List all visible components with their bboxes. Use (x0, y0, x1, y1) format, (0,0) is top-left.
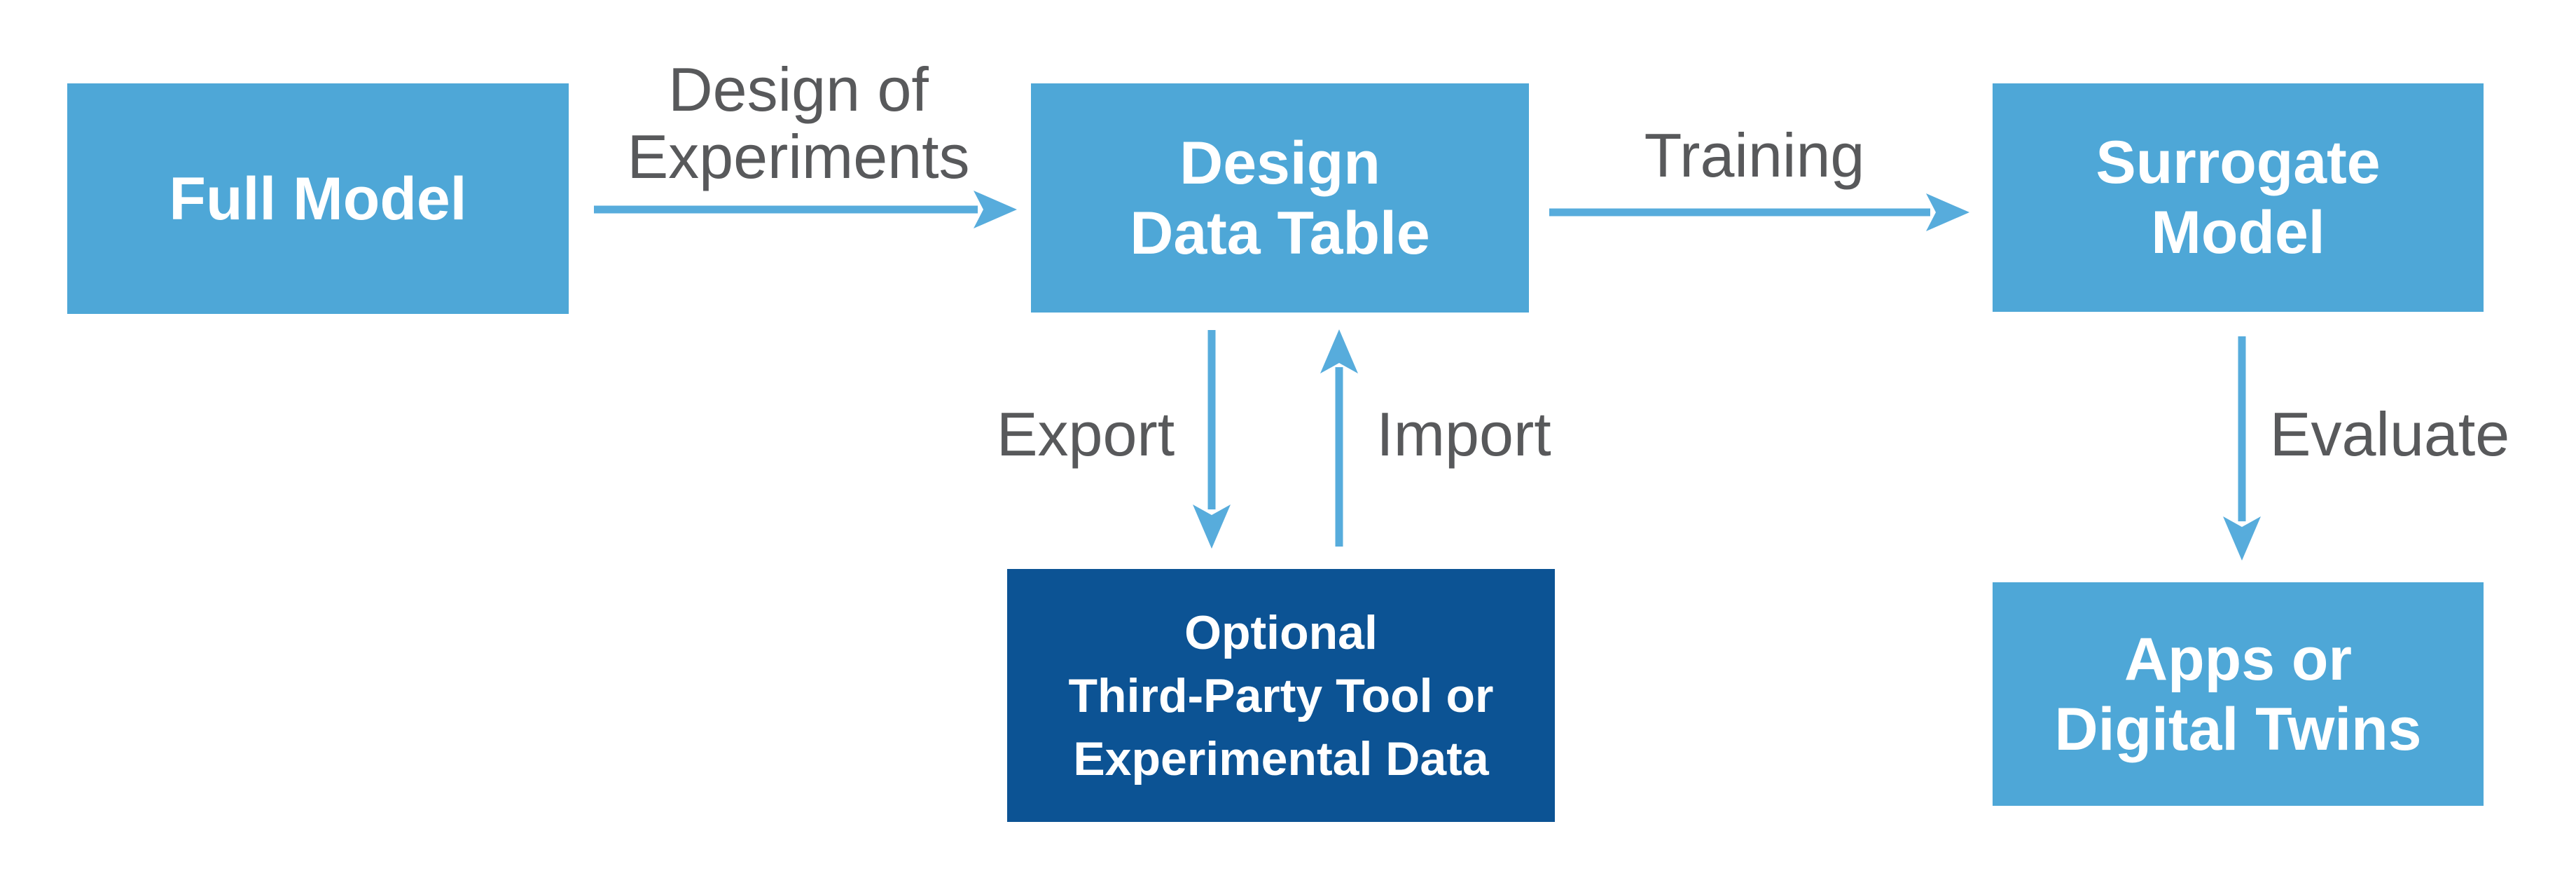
node-full-model-label: Full Model (169, 164, 466, 234)
arrow-evaluate (2223, 336, 2261, 561)
node-design-data-table: Design Data Table (1031, 83, 1529, 313)
node-optional-third-party-line2: Third-Party Tool or (1068, 668, 1494, 722)
arrow-design-of-experiments (594, 191, 1017, 228)
edge-label-export: Export (996, 399, 1175, 469)
node-optional-third-party-label: Optional Third-Party Tool or Experimenta… (1069, 601, 1494, 790)
node-apps-or-digital-twins-line2: Digital Twins (2054, 695, 2422, 763)
node-apps-or-digital-twins-label: Apps or Digital Twins (2055, 624, 2422, 764)
node-full-model-line1: Full Model (169, 165, 467, 233)
node-optional-third-party-line1: Optional (1184, 605, 1378, 659)
edge-label-design-of-experiments: Design of Experiments (627, 56, 969, 191)
node-apps-or-digital-twins: Apps or Digital Twins (1993, 582, 2484, 806)
node-design-data-table-line1: Design (1179, 129, 1380, 197)
node-surrogate-model-line1: Surrogate (2096, 129, 2381, 196)
node-design-data-table-line2: Data Table (1130, 199, 1430, 267)
edge-label-design-of-experiments-line1: Design of (668, 55, 929, 124)
node-surrogate-model-label: Surrogate Model (2096, 128, 2380, 268)
node-optional-third-party: Optional Third-Party Tool or Experimenta… (1007, 569, 1555, 822)
edge-label-evaluate: Evaluate (2269, 399, 2510, 469)
arrow-import (1320, 329, 1358, 547)
edge-label-training: Training (1644, 121, 1865, 190)
node-design-data-table-label: Design Data Table (1130, 128, 1430, 268)
node-optional-third-party-line3: Experimental Data (1073, 732, 1489, 785)
arrow-export (1193, 330, 1231, 549)
node-surrogate-model: Surrogate Model (1993, 83, 2484, 312)
node-apps-or-digital-twins-line1: Apps or (2124, 625, 2352, 693)
edge-label-design-of-experiments-line2: Experiments (627, 122, 970, 191)
arrow-training (1549, 193, 1969, 231)
edge-label-import: Import (1376, 399, 1551, 469)
node-full-model: Full Model (67, 83, 569, 314)
node-surrogate-model-line2: Model (2151, 199, 2325, 266)
